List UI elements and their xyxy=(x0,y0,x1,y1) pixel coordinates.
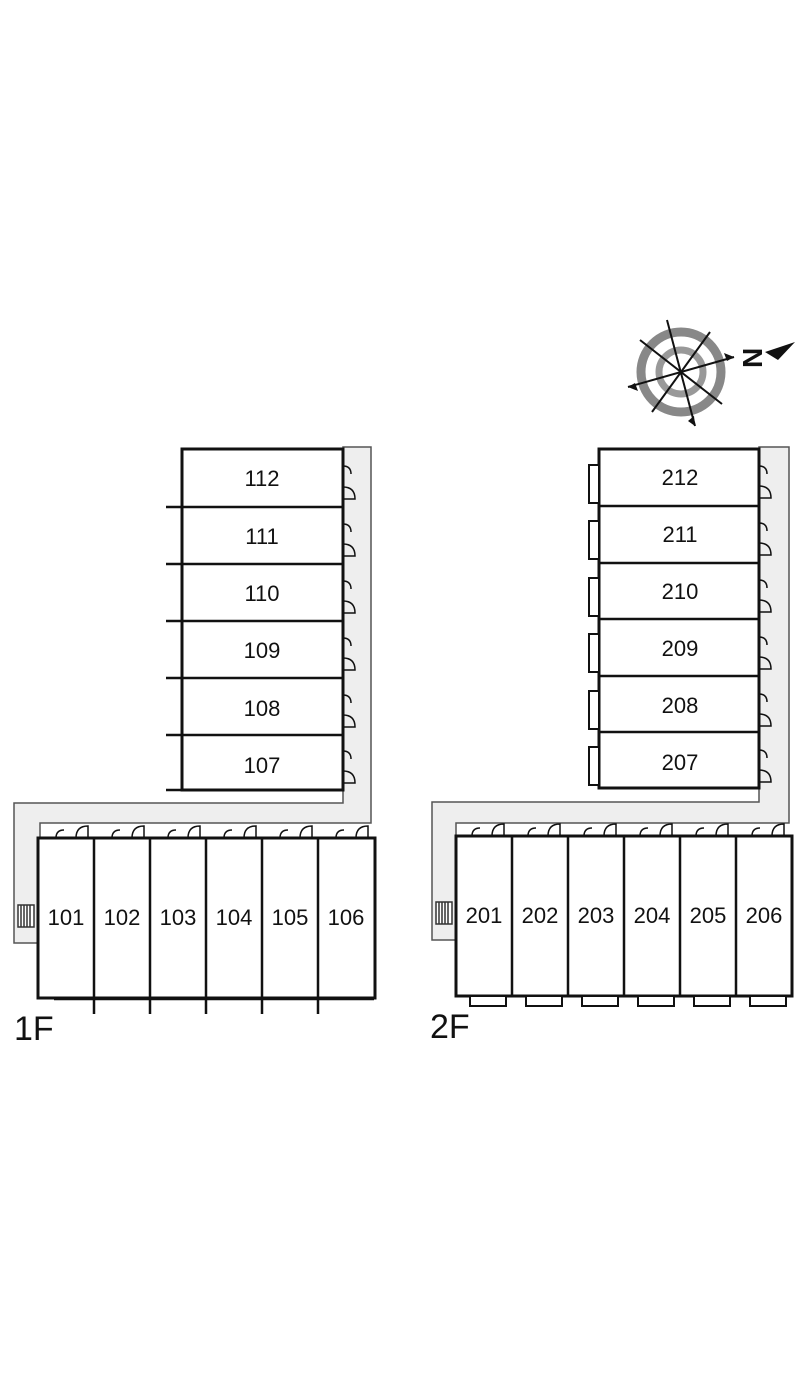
north-arrow-icon xyxy=(765,342,795,360)
room-label: 201 xyxy=(466,903,503,928)
room-label: 102 xyxy=(104,905,141,930)
room-label: 211 xyxy=(662,522,697,547)
room-label: 203 xyxy=(578,903,615,928)
room-label: 202 xyxy=(522,903,559,928)
room-label: 110 xyxy=(244,581,279,606)
room-label: 209 xyxy=(662,636,699,661)
room-dividers-1f-top xyxy=(166,505,343,792)
room-label: 107 xyxy=(244,753,281,778)
floor-2f: 212 211 210 209 208 207 xyxy=(430,446,794,1046)
room-label: 103 xyxy=(160,905,197,930)
room-label: 206 xyxy=(746,903,783,928)
room-dividers-1f-bottom xyxy=(54,838,374,1014)
room-label: 108 xyxy=(244,696,281,721)
room-labels-2f-top: 212 211 210 209 208 207 xyxy=(662,465,699,775)
room-label: 105 xyxy=(272,905,309,930)
doors-1f-top xyxy=(342,465,356,784)
doors-2f-bottom xyxy=(471,823,785,837)
room-label: 210 xyxy=(662,579,699,604)
room-label: 101 xyxy=(48,905,85,930)
room-dividers-2f-top xyxy=(599,504,759,734)
room-dividers-2f-bottom xyxy=(510,836,738,996)
room-label: 106 xyxy=(328,905,365,930)
floor-label-2f: 2F xyxy=(430,1008,470,1046)
room-label: 109 xyxy=(244,638,281,663)
room-labels-1f-bottom: 101 102 103 104 105 106 xyxy=(48,905,365,930)
doors-2f-top xyxy=(758,465,772,783)
balconies-2f-bottom xyxy=(469,995,787,1007)
room-labels-2f-bottom: 201 202 203 204 205 206 xyxy=(466,903,783,928)
doors-1f-bottom xyxy=(55,825,369,839)
room-label: 208 xyxy=(662,693,699,718)
room-label: 112 xyxy=(244,466,279,491)
room-label: 104 xyxy=(216,905,253,930)
compass-icon: N xyxy=(627,319,795,427)
balconies-2f-top xyxy=(588,464,600,786)
stairs-icon xyxy=(17,904,35,928)
floor-1f: 112 111 110 109 108 107 101 102 xyxy=(13,446,377,1048)
room-label: 111 xyxy=(245,524,278,549)
room-label: 205 xyxy=(690,903,727,928)
stairs-icon xyxy=(435,901,453,925)
room-label: 204 xyxy=(634,903,671,928)
room-label: 207 xyxy=(662,750,699,775)
compass-north-label: N xyxy=(737,348,768,368)
rooms-block-1f-top xyxy=(180,447,345,792)
room-labels-1f-top: 112 111 110 109 108 107 xyxy=(244,466,281,778)
floor-label-1f: 1F xyxy=(14,1010,54,1048)
room-label: 212 xyxy=(662,465,699,490)
